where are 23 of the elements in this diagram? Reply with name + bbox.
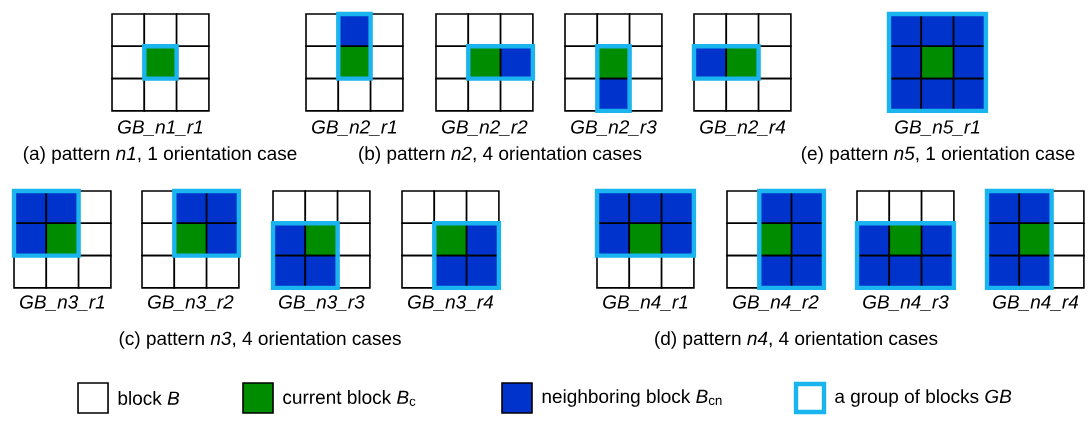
grid-label: GB_n3_r3 (279, 295, 365, 311)
grid-label: GB_n4_r4 (993, 295, 1079, 311)
grid-label: GB_n3_r1 (20, 295, 105, 311)
grid-label: GB_n3_r2 (148, 295, 234, 311)
legend-label: a group of blocks GB (835, 389, 1012, 407)
grid-label: GB_n2_r2 (442, 120, 528, 136)
grid-label: GB_n5_r1 (895, 120, 980, 136)
caption: (b) pattern n2, 4 orientation cases (359, 146, 642, 164)
legend-label: current block B$_{c}$ (283, 390, 416, 406)
legend-label: neighboring block B$_{cn}$ (542, 389, 722, 407)
grid-label: GB_n4_r2 (733, 295, 819, 311)
grid-label: GB_n2_r3 (571, 120, 657, 136)
caption: (c) pattern n3, 4 orientation cases (119, 331, 401, 349)
caption: (d) pattern n4, 4 orientation cases (655, 331, 938, 349)
grid-label: GB_n4_r3 (863, 295, 949, 311)
caption: (a) pattern n1, 1 orientation case (23, 146, 297, 164)
grid-label: GB_n3_r4 (408, 295, 493, 311)
legend-label: block B (118, 391, 180, 405)
grid-label: GB_n1_r1 (118, 120, 203, 136)
grid-label: GB_n2_r1 (312, 120, 397, 136)
caption: (e) pattern n5, 1 orientation case (801, 146, 1075, 164)
grid-label: GB_n2_r4 (700, 120, 786, 136)
grid-label: GB_n4_r1 (603, 295, 688, 311)
